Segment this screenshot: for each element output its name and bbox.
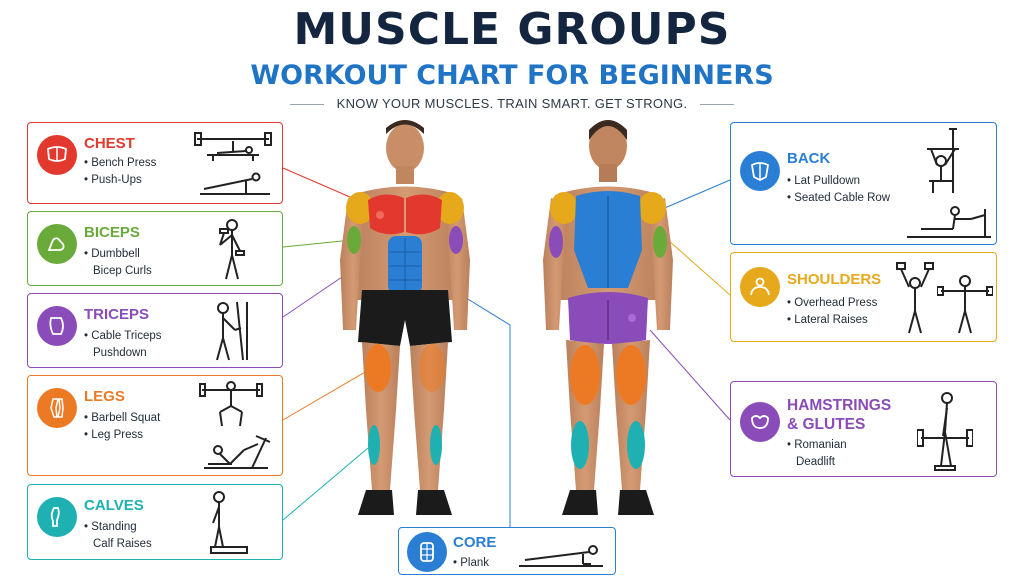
lateral-raises-icon: [937, 275, 993, 334]
exercise-item: • Overhead Press: [787, 297, 878, 309]
cable-pushdown-icon: [216, 301, 248, 361]
legs-icon: [37, 388, 77, 428]
exercise-item: Deadlift: [796, 456, 835, 468]
leg-press-icon: [204, 435, 271, 469]
exercise-item: • Lateral Raises: [787, 314, 868, 326]
exercise-item: • Seated Cable Row: [787, 192, 891, 204]
exercise-item: • Cable Triceps: [84, 330, 162, 342]
exercise-item: Pushdown: [93, 347, 147, 359]
back-body: [543, 120, 673, 515]
glutes-icon: [740, 402, 780, 442]
plank-icon: [519, 545, 603, 567]
exercise-item: Calf Raises: [93, 538, 152, 550]
chart-title: MUSCLE GROUPS: [293, 4, 731, 55]
card-title: LEGS: [84, 388, 125, 405]
calves-icon: [37, 497, 77, 537]
triceps-icon: [37, 306, 77, 346]
calf-raise-icon: [210, 491, 248, 554]
card-calves: CALVES • Standing Calf Raises: [27, 484, 283, 560]
card-title: BICEPS: [84, 224, 140, 241]
card-title: SHOULDERS: [787, 271, 882, 288]
card-back: BACK • Lat Pulldown • Seated Cable Row: [730, 122, 997, 245]
romanian-deadlift-icon: [917, 392, 973, 471]
seated-cable-row-icon: [907, 206, 991, 238]
card-biceps: BICEPS • Dumbbell Bicep Curls: [27, 211, 283, 286]
biceps-icon: [37, 224, 77, 264]
overhead-press-icon: [896, 262, 934, 334]
card-title-line-2: & GLUTES: [787, 416, 866, 433]
card-title: HAMSTRINGS & GLUTES: [787, 396, 891, 434]
lat-pulldown-icon: [927, 128, 959, 193]
back-icon: [740, 151, 780, 191]
exercise-item: • Leg Press: [84, 429, 143, 441]
exercise-item: • Plank: [453, 557, 489, 569]
exercise-item: • Dumbbell: [84, 248, 140, 260]
card-chest: CHEST • Bench Press • Push-Ups: [27, 122, 283, 204]
push-ups-icon: [200, 172, 270, 195]
card-title: BACK: [787, 150, 831, 167]
bench-press-icon: [194, 132, 272, 161]
exercise-item: • Romanian: [787, 439, 847, 451]
barbell-squat-icon: [199, 381, 263, 427]
shoulders-icon: [740, 267, 780, 307]
card-title-line-1: HAMSTRINGS: [787, 397, 892, 414]
card-title: CALVES: [84, 497, 144, 514]
bicep-curl-icon: [219, 219, 245, 280]
exercise-item: • Barbell Squat: [84, 412, 161, 424]
exercise-item: • Push-Ups: [84, 174, 142, 186]
card-hamstrings-glutes: HAMSTRINGS & GLUTES • Romanian Deadlift: [730, 381, 997, 477]
exercise-item: • Lat Pulldown: [787, 175, 861, 187]
exercise-item: • Bench Press: [84, 157, 157, 169]
card-core: CORE • Plank: [398, 527, 616, 575]
chart-subtitle: WORKOUT CHART FOR BEGINNERS: [250, 60, 774, 91]
card-title: CORE: [453, 534, 497, 551]
tagline: KNOW YOUR MUSCLES. TRAIN SMART. GET STRO…: [290, 96, 734, 112]
exercise-item: • Standing: [84, 521, 137, 533]
chest-icon: [37, 135, 77, 175]
front-body: [340, 120, 470, 515]
card-triceps: TRICEPS • Cable Triceps Pushdown: [27, 293, 283, 368]
core-icon: [407, 532, 447, 572]
card-shoulders: SHOULDERS • Overhead Press • Lateral Rai…: [730, 252, 997, 342]
card-title: CHEST: [84, 135, 135, 152]
card-title: TRICEPS: [84, 306, 150, 323]
card-legs: LEGS • Barbell Squat • Leg Press: [27, 375, 283, 476]
exercise-item: Bicep Curls: [93, 265, 152, 277]
